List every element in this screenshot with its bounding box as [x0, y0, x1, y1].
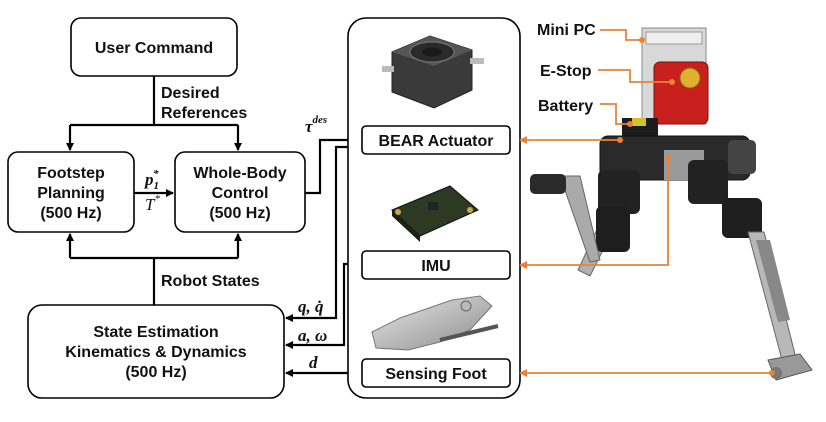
user-command-block: User Command [70, 17, 238, 77]
svg-text:p1*: p1* [143, 168, 159, 192]
se-label-line1: State Estimation [93, 324, 218, 341]
tau-des-label: τdes [305, 114, 327, 136]
wbc-label-line1: Whole-Body [193, 165, 286, 182]
wbc-label-line2: Control [212, 185, 269, 202]
svg-text:a, ω: a, ω [298, 326, 327, 345]
desired-label-line2: References [161, 105, 247, 122]
svg-text:Battery: Battery [538, 98, 593, 115]
whole-body-control-block: Whole-Body Control (500 Hz) [174, 151, 306, 233]
sensing-foot-image [371, 295, 499, 351]
footstep-label-line3: (500 Hz) [40, 205, 101, 222]
desired-label-line1: Desired [161, 85, 220, 102]
a-omega-label: a, ω [298, 326, 327, 345]
sensing-foot-label: Sensing Foot [385, 366, 487, 383]
se-label-line3: (500 Hz) [125, 364, 186, 381]
orange-connectors [519, 29, 775, 377]
mini-pc-label: Mini PC [537, 22, 596, 39]
e-stop-label: E-Stop [540, 63, 592, 80]
footstep-planning-block: Footstep Planning (500 Hz) [7, 151, 135, 233]
imu-label: IMU [421, 258, 450, 275]
svg-text:T*: T* [145, 193, 160, 214]
q-qdot-label: q, q̇ [298, 297, 324, 316]
bear-actuator-box: BEAR Actuator [361, 125, 511, 155]
battery-label: Battery [538, 98, 593, 115]
footstep-label-line2: Planning [37, 185, 105, 202]
desired-references-label: Desired References [161, 85, 247, 122]
svg-text:Robot States: Robot States [161, 273, 260, 290]
bear-actuator-image [382, 35, 484, 109]
state-estimation-block: State Estimation Kinematics & Dynamics (… [27, 304, 285, 399]
svg-text:τdes: τdes [305, 114, 327, 136]
footstep-label-line1: Footstep [37, 165, 105, 182]
imu-image [391, 185, 479, 242]
se-label-line2: Kinematics & Dynamics [65, 344, 247, 361]
p1-star-label: p1* [143, 168, 159, 192]
svg-text:d: d [309, 353, 318, 372]
user-command-label: User Command [95, 40, 213, 57]
svg-text:E-Stop: E-Stop [540, 63, 592, 80]
t-star-label: T* [145, 193, 160, 214]
d-label: d [309, 353, 318, 372]
imu-box: IMU [361, 250, 511, 280]
svg-text:Mini PC: Mini PC [537, 22, 596, 39]
robot-image [530, 27, 813, 381]
svg-text:q, q̇: q, q̇ [298, 297, 324, 316]
bear-actuator-label: BEAR Actuator [379, 133, 494, 150]
robot-states-label: Robot States [161, 273, 260, 290]
sensing-foot-box: Sensing Foot [361, 358, 511, 388]
wbc-label-line3: (500 Hz) [209, 205, 270, 222]
